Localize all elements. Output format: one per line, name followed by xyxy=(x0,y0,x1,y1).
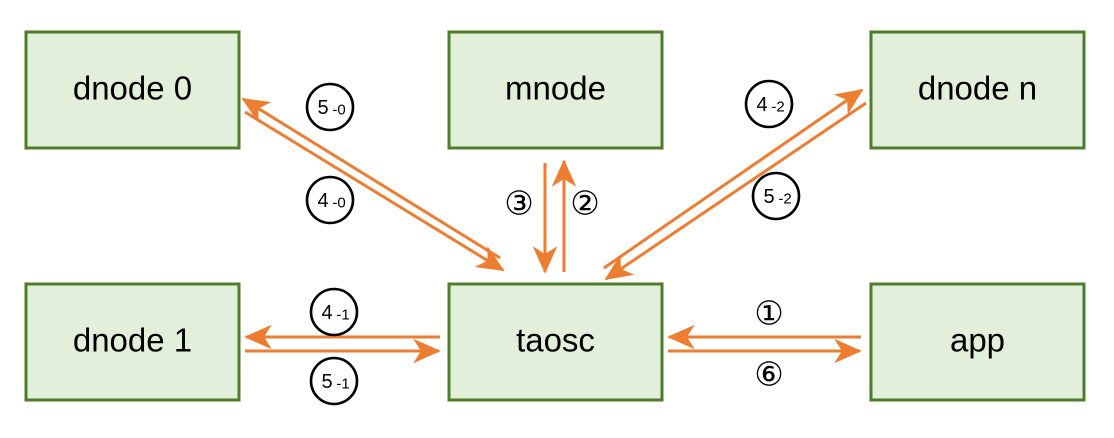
step-badge-label-sub: -2 xyxy=(771,99,784,116)
node-label-taosc: taosc xyxy=(516,322,595,359)
step-badge-5-2[interactable]: 5 -2 xyxy=(751,171,801,221)
node-group-dnode0[interactable]: dnode 0 xyxy=(24,30,241,150)
edge-arrow-4-0 xyxy=(244,110,505,272)
node-label-dnode1: dnode 1 xyxy=(73,322,192,359)
step-badge-label-sub: -2 xyxy=(778,191,791,208)
node-box-dnode0[interactable] xyxy=(24,30,241,150)
step-badge-2[interactable]: ② xyxy=(570,184,600,223)
node-box-dnode1[interactable] xyxy=(24,282,241,402)
edge-arrow-4-2 xyxy=(603,88,864,270)
node-group-taosc[interactable]: taosc xyxy=(447,282,664,402)
step-badge-label: ① xyxy=(754,294,784,333)
step-badge-1[interactable]: ① xyxy=(754,294,784,333)
edge-arrow-5-0 xyxy=(241,97,501,260)
step-badge-3[interactable]: ③ xyxy=(504,184,534,223)
node-group-dnode1[interactable]: dnode 1 xyxy=(24,282,241,402)
step-badge-label-sub: -0 xyxy=(332,102,345,119)
step-badge-circle xyxy=(305,82,355,132)
node-box-app[interactable] xyxy=(869,282,1086,402)
node-box-mnode[interactable] xyxy=(447,30,664,150)
node-group-mnode[interactable]: mnode xyxy=(447,30,664,150)
node-label-app: app xyxy=(950,322,1005,359)
step-badge-label-main: 5 xyxy=(321,371,332,393)
node-group-dnoden[interactable]: dnode n xyxy=(869,30,1086,150)
step-badge-label: ③ xyxy=(504,184,534,223)
step-badge-label: ② xyxy=(570,184,600,223)
node-label-dnode0: dnode 0 xyxy=(73,70,192,107)
step-badge-5-0[interactable]: 5 -0 xyxy=(305,82,355,132)
step-badge-label-main: 5 xyxy=(317,97,328,119)
step-badge-label-sub: -0 xyxy=(332,195,345,212)
step-badge-circle xyxy=(744,79,794,129)
step-badge-4-1[interactable]: 4 -1 xyxy=(309,287,359,337)
step-badge-4-0[interactable]: 4 -0 xyxy=(305,175,355,225)
step-badge-4-2[interactable]: 4 -2 xyxy=(744,79,794,129)
step-badge-circle xyxy=(751,171,801,221)
edge-arrow-5-2 xyxy=(604,101,867,281)
node-box-taosc[interactable] xyxy=(447,282,664,402)
step-badge-5-1[interactable]: 5 -1 xyxy=(309,356,359,406)
step-badge-label-main: 4 xyxy=(756,94,767,116)
step-badge-6[interactable]: ⑥ xyxy=(754,355,784,394)
node-box-dnoden[interactable] xyxy=(869,30,1086,150)
step-badge-label: ⑥ xyxy=(754,355,784,394)
step-badge-label-main: 5 xyxy=(763,186,774,208)
step-badge-circle xyxy=(309,287,359,337)
step-badge-circle xyxy=(309,356,359,406)
step-badge-label-main: 4 xyxy=(321,302,332,324)
step-badge-label-sub: -1 xyxy=(336,376,349,393)
step-badge-label-main: 4 xyxy=(317,190,328,212)
node-label-mnode: mnode xyxy=(505,70,606,107)
node-group-app[interactable]: app xyxy=(869,282,1086,402)
step-badge-circle xyxy=(305,175,355,225)
node-label-dnoden: dnode n xyxy=(918,70,1037,107)
step-badge-label-sub: -1 xyxy=(336,307,349,324)
